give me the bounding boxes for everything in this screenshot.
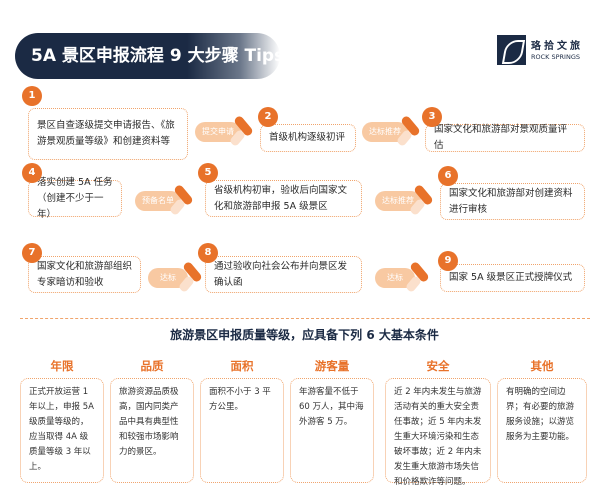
logo-icon (497, 35, 526, 65)
step-text: 落实创建 5A 任务（创建不少于一年） (37, 176, 113, 220)
condition-text: 面积不小于 3 平方公里。 (200, 378, 284, 483)
divider (20, 318, 590, 319)
step-8-number: 8 (198, 243, 218, 263)
step-2-number: 2 (258, 107, 278, 127)
step-7-box: 国家文化和旅游部组织专家暗访和验收 (28, 256, 141, 293)
step-text: 景区自查逐级提交申请报告、《旅游景观质量等级》和创建资料等 (37, 120, 175, 147)
arrow-label: 预备名单 (135, 191, 181, 211)
step-3-box: 国家文化和旅游部对景观质量评估 (425, 124, 585, 152)
step-text: 国家文化和旅游部对景观质量评估 (434, 124, 568, 151)
step-9-box: 国家 5A 级景区正式授牌仪式 (440, 264, 585, 292)
condition-text: 旅游资源品质极高，国内同类产品中具有典型性和较强市场影响力的景区。 (110, 378, 194, 483)
arrow-6: 达标 (375, 260, 435, 294)
arrow-4: 达标推荐 (375, 183, 435, 217)
step-7-number: 7 (22, 243, 42, 263)
condition-title: 面积 (230, 359, 254, 373)
arrow-label: 达标 (375, 268, 415, 288)
page-title: 5A 景区申报流程 9 大步骤 Tips: (15, 33, 291, 79)
condition-title: 安全 (426, 359, 450, 373)
arrow-label: 达标推荐 (375, 191, 421, 211)
step-1-number: 1 (22, 86, 42, 106)
conditions-heading: 旅游景区申报质量等级，应具备下列 6 大基本条件 (170, 328, 439, 342)
logo: 珞拾文旅 ROCK SPRINGS (497, 35, 587, 67)
step-text: 首级机构逐级初评 (269, 132, 346, 143)
condition-text: 年游客量不低于 60 万人，其中海外游客 5 万。 (290, 378, 374, 483)
step-text: 通过验收向社会公布并向景区发确认函 (214, 260, 348, 288)
condition-title: 游客量 (314, 359, 350, 373)
step-1-box: 景区自查逐级提交申请报告、《旅游景观质量等级》和创建资料等 (28, 108, 188, 160)
step-6-box: 国家文化和旅游部对创建资料进行审核 (440, 183, 585, 220)
arrow-label: 达标 (148, 268, 188, 288)
condition-title: 年限 (50, 359, 74, 373)
step-9-number: 9 (438, 251, 458, 271)
condition-text: 正式开放运营 1 年以上，申报 5A 级质量等级的，应当取得 4A 级质量等级 … (20, 378, 104, 483)
step-3-number: 3 (422, 107, 442, 127)
logo-cn: 珞拾文旅 (531, 41, 583, 52)
arrow-label: 达标推荐 (362, 122, 408, 142)
condition-text: 近 2 年内未发生与旅游活动有关的重大安全责任事故；近 5 年内未发生重大环境污… (385, 378, 491, 487)
condition-title: 品质 (140, 359, 164, 373)
step-5-box: 省级机构初审，验收后向国家文化和旅游部申报 5A 级景区 (205, 180, 362, 217)
condition-title: 其他 (530, 359, 554, 373)
arrow-3: 预备名单 (135, 183, 195, 217)
step-5-number: 5 (198, 163, 218, 183)
step-text: 国家文化和旅游部对创建资料进行审核 (449, 187, 573, 215)
condition-text: 有明确的空间边界；有必要的旅游服务设施；以游览服务为主要功能。 (497, 378, 587, 483)
step-8-box: 通过验收向社会公布并向景区发确认函 (205, 256, 362, 293)
arrow-1: 提交申请 (195, 114, 255, 148)
arrow-5: 达标 (148, 260, 208, 294)
arrow-label: 提交申请 (195, 122, 241, 142)
step-2-box: 首级机构逐级初评 (260, 124, 356, 152)
step-text: 国家 5A 级景区正式授牌仪式 (449, 272, 573, 283)
step-text: 国家文化和旅游部组织专家暗访和验收 (37, 260, 133, 288)
step-4-number: 4 (22, 163, 42, 183)
logo-en: ROCK SPRINGS (531, 53, 581, 61)
step-6-number: 6 (438, 166, 458, 186)
step-text: 省级机构初审，验收后向国家文化和旅游部申报 5A 级景区 (214, 184, 348, 212)
arrow-2: 达标推荐 (362, 114, 422, 148)
step-4-box: 落实创建 5A 任务（创建不少于一年） (28, 177, 122, 220)
